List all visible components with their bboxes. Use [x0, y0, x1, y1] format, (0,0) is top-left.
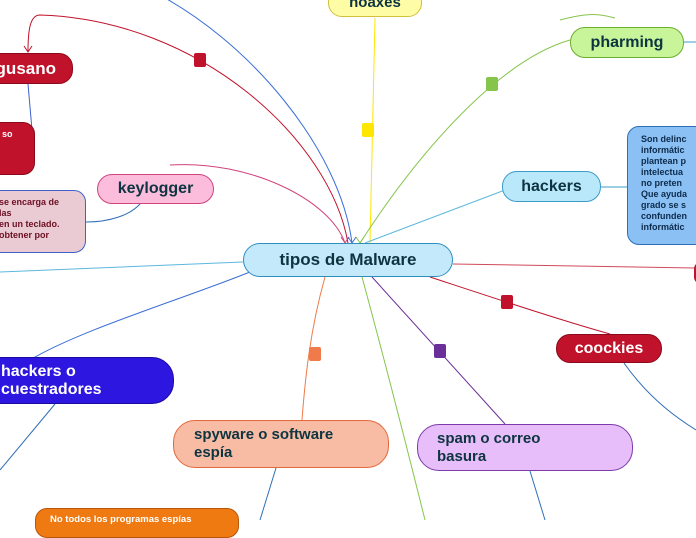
connector-keylogger-note	[85, 203, 141, 223]
connector-pharming	[359, 39, 571, 244]
connector-pharming-arc	[559, 14, 616, 21]
central-topic[interactable]: tipos de Malware	[243, 243, 453, 277]
topic-hackers-label: hackers	[521, 177, 582, 195]
topic-coockies[interactable]: coockies	[556, 334, 662, 363]
offscreen-topic-edge[interactable]	[694, 262, 696, 284]
central-topic-label: tipos de Malware	[279, 250, 417, 269]
connector-right-edge	[452, 263, 695, 269]
connector-left-edge	[0, 261, 244, 273]
topic-crackers-line2: cuestradores	[1, 380, 102, 398]
connector-crackers	[29, 271, 251, 361]
topic-crackers[interactable]: hackers o cuestradores	[0, 357, 174, 404]
note-keylogger-line3: en un teclado.	[0, 219, 60, 229]
topic-hoaxes[interactable]: hoaxes	[328, 0, 422, 17]
connector-top	[167, 0, 353, 244]
topic-pharming-label: pharming	[590, 33, 664, 51]
note-keylogger-line1: se encarga de	[0, 197, 60, 207]
topic-hoaxes-label: hoaxes	[349, 0, 401, 11]
connector-gusano	[27, 14, 349, 244]
note-gusano-line1: so	[2, 129, 13, 139]
note-hackers-line5: no preten	[641, 178, 683, 188]
tag-pharming	[486, 77, 498, 91]
note-hackers-line3: plantean p	[641, 156, 687, 166]
note-hackers-line1: Son delinc	[641, 134, 687, 144]
topic-keylogger-label: keylogger	[117, 180, 194, 197]
topic-spam-line1: spam o correo	[437, 429, 541, 447]
connector-hackers	[364, 189, 506, 244]
tag-coockies	[501, 295, 513, 309]
note-hackers-line8: confunden	[641, 211, 687, 221]
topic-spam[interactable]: spam o correo basura	[417, 424, 633, 471]
topic-keylogger[interactable]: keylogger	[97, 174, 214, 204]
topic-crackers-line1: hackers o	[1, 362, 76, 380]
note-hackers-line9: informátic	[641, 222, 685, 232]
connector-coockies	[429, 276, 611, 335]
tag-gusano	[194, 53, 206, 67]
topic-gusano[interactable]: gusano	[0, 53, 73, 84]
connector-bottom	[361, 276, 426, 520]
topic-hackers[interactable]: hackers	[502, 171, 601, 202]
note-gusano[interactable]: so	[0, 122, 35, 175]
topic-spyware-line2: espía	[194, 444, 233, 461]
connector-keylogger	[169, 164, 346, 244]
connector-gusano-note	[27, 83, 33, 131]
topic-coockies-label: coockies	[574, 339, 644, 357]
tag-spam	[434, 344, 446, 358]
tag-spyware	[309, 347, 321, 361]
note-hackers[interactable]: Son delinc informátic plantean p intelec…	[627, 126, 696, 245]
topic-spyware-line1: spyware o software	[194, 426, 334, 443]
note-keylogger-line4: obtener por	[0, 230, 50, 240]
note-keylogger[interactable]: se encarga de las en un teclado. obtener…	[0, 190, 86, 253]
note-spyware[interactable]: No todos los programas espías	[35, 508, 239, 538]
note-hackers-line7: grado se s	[641, 200, 687, 210]
tag-hoaxes	[362, 123, 374, 137]
arrowhead-gusano	[23, 45, 33, 53]
topic-spam-line2: basura	[437, 447, 487, 465]
connector-coockies-out	[623, 362, 696, 431]
note-hackers-line4: intelectua	[641, 167, 684, 177]
connector-crackers-out	[0, 403, 56, 471]
topic-pharming[interactable]: pharming	[570, 27, 684, 58]
connector-spyware-note	[259, 467, 277, 520]
connector-layer	[0, 0, 696, 520]
topic-spyware[interactable]: spyware o software espía	[173, 420, 389, 468]
note-keylogger-line2: las	[0, 208, 12, 218]
note-hackers-line2: informátic	[641, 145, 685, 155]
connector-spam-out	[529, 470, 546, 520]
note-hackers-line6: Que ayuda	[641, 189, 688, 199]
topic-gusano-label: gusano	[0, 58, 56, 78]
